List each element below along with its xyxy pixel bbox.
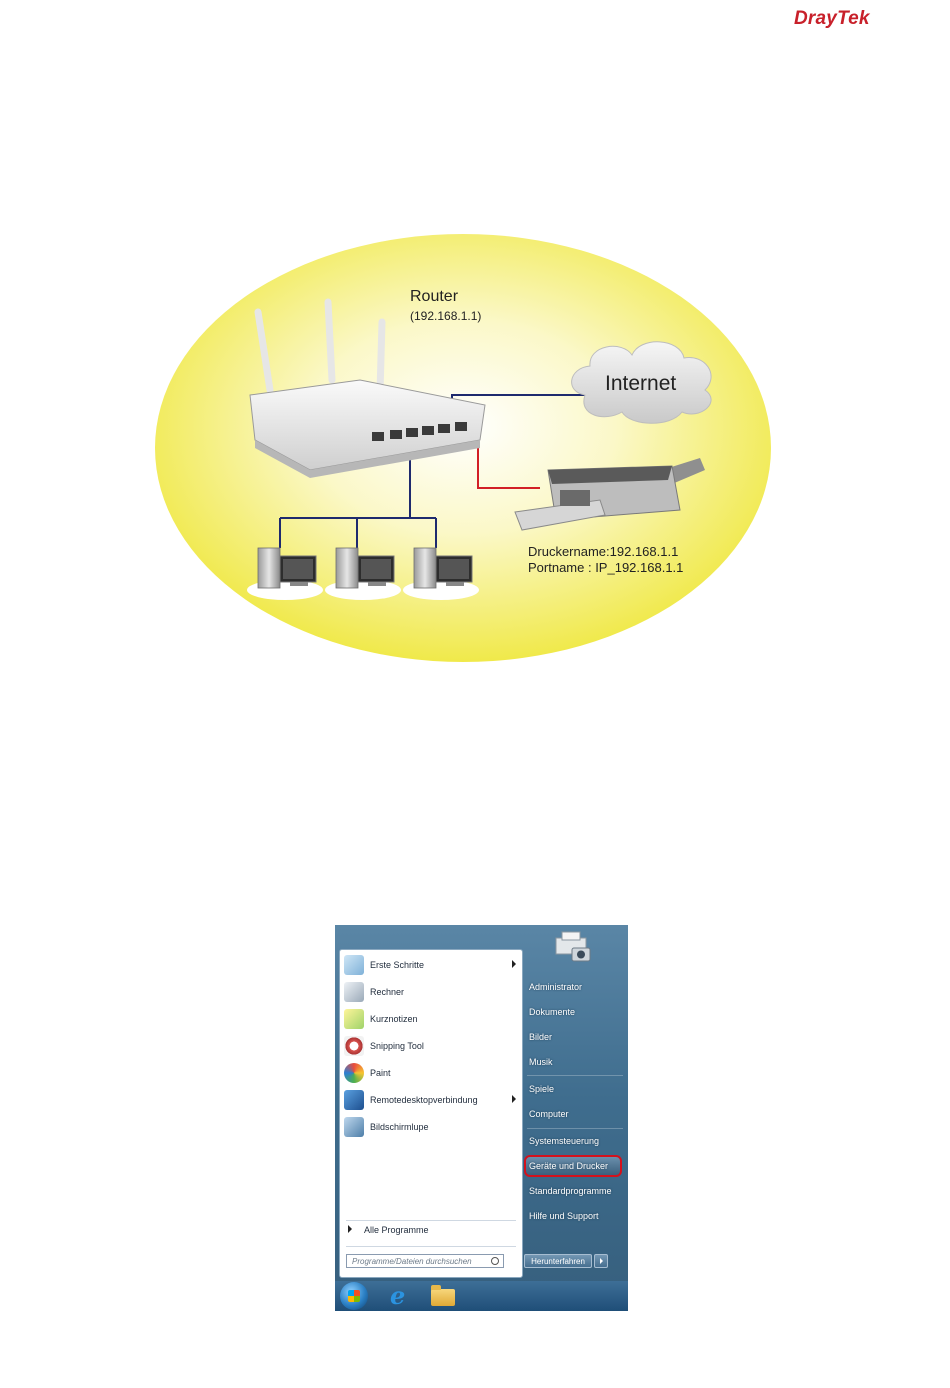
internet-explorer-icon[interactable]: e: [390, 1281, 406, 1310]
menu-item-rechner[interactable]: Rechner: [344, 981, 518, 1003]
explorer-folder-icon[interactable]: [431, 1285, 455, 1306]
highlighted-devices-printers[interactable]: [524, 1155, 622, 1177]
search-icon: [491, 1257, 499, 1265]
menu-item-remotedesktopverbindung[interactable]: Remotedesktopverbindung: [344, 1089, 518, 1111]
internet-label: Internet: [605, 372, 676, 395]
submenu-arrow-icon: [512, 960, 516, 968]
computer-icon: [325, 547, 401, 600]
shutdown-options-button[interactable]: [594, 1254, 608, 1268]
computer-icon: [403, 547, 479, 600]
search-input[interactable]: Programme/Dateien durchsuchen: [346, 1254, 504, 1268]
brand-dray: Dray: [794, 8, 838, 29]
calculator-icon: [344, 982, 364, 1002]
menu-item-snipping-tool[interactable]: Snipping Tool: [344, 1035, 518, 1057]
internet-cloud-icon: [571, 341, 712, 424]
all-programs-arrow-icon: [348, 1225, 352, 1233]
right-item-computer[interactable]: Computer: [529, 1109, 569, 1119]
sticky-notes-icon: [344, 1009, 364, 1029]
printer-icon: [514, 458, 705, 531]
router-label: Router: [410, 288, 459, 305]
right-item-systemsteuerung[interactable]: Systemsteuerung: [529, 1136, 600, 1146]
brand-tek: Tek: [837, 8, 870, 29]
right-item-bilder[interactable]: Bilder: [529, 1032, 553, 1042]
printer-name-label: Druckername:192.168.1.1: [528, 544, 678, 559]
getting-started-icon: [344, 955, 364, 975]
right-item-spiele[interactable]: Spiele: [529, 1084, 555, 1094]
submenu-arrow-icon: [512, 1095, 516, 1103]
menu-item-bildschirmlupe[interactable]: Bildschirmlupe: [344, 1116, 518, 1138]
separator: [346, 1246, 516, 1247]
separator: [346, 1220, 516, 1221]
router-icon: [249, 298, 486, 478]
taskbar: e: [335, 1281, 628, 1311]
menu-item-label: Paint: [370, 1068, 391, 1078]
menu-item-label: Erste Schritte: [370, 960, 425, 970]
search-placeholder: Programme/Dateien durchsuchen: [352, 1257, 472, 1266]
shutdown-button[interactable]: Herunterfahren: [524, 1254, 592, 1268]
computer-icon: [247, 547, 323, 600]
scissors-icon: [344, 1036, 364, 1056]
menu-item-paint[interactable]: Paint: [344, 1062, 518, 1084]
menu-item-label: Remotedesktopverbindung: [370, 1095, 478, 1105]
router-ip-label: (192.168.1.1): [410, 309, 481, 323]
right-item-dokumente[interactable]: Dokumente: [529, 1007, 576, 1017]
right-item-standardprogramme[interactable]: Standardprogramme: [529, 1186, 612, 1196]
printer-line: [477, 430, 540, 489]
printer-camera-user-icon: [555, 931, 591, 962]
right-item-hilfe-und-support[interactable]: Hilfe und Support: [529, 1211, 599, 1221]
menu-item-label: Kurznotizen: [370, 1014, 418, 1024]
separator: [527, 1075, 623, 1076]
menu-item-label: Rechner: [370, 987, 405, 997]
separator: [527, 1128, 623, 1129]
draytek-logo: DrayTek: [794, 8, 870, 30]
right-item-administrator[interactable]: Administrator: [529, 982, 583, 992]
all-programs-label: Alle Programme: [364, 1225, 429, 1235]
right-item-musik[interactable]: Musik: [529, 1057, 553, 1067]
menu-item-label: Snipping Tool: [370, 1041, 424, 1051]
remote-desktop-icon: [344, 1090, 364, 1110]
menu-item-label: Bildschirmlupe: [370, 1122, 429, 1132]
start-menu-programs-pane: Erste Schritte Rechner Kurznotizen Snipp…: [339, 949, 523, 1278]
paint-palette-icon: [344, 1063, 364, 1083]
magnifier-icon: [344, 1117, 364, 1137]
start-orb-icon[interactable]: [340, 1282, 368, 1310]
network-diagram: Internet Router (192.168.1.1) Druckernam…: [155, 234, 771, 662]
menu-item-erste-schritte[interactable]: Erste Schritte: [344, 954, 518, 976]
port-name-label: Portname : IP_192.168.1.1: [528, 560, 683, 575]
all-programs-button[interactable]: Alle Programme: [348, 1225, 429, 1235]
menu-item-kurznotizen[interactable]: Kurznotizen: [344, 1008, 518, 1030]
right-item-geraete-und-drucker[interactable]: Geräte und Drucker: [529, 1161, 609, 1171]
start-menu-screenshot: Erste Schritte Rechner Kurznotizen Snipp…: [335, 925, 628, 1311]
